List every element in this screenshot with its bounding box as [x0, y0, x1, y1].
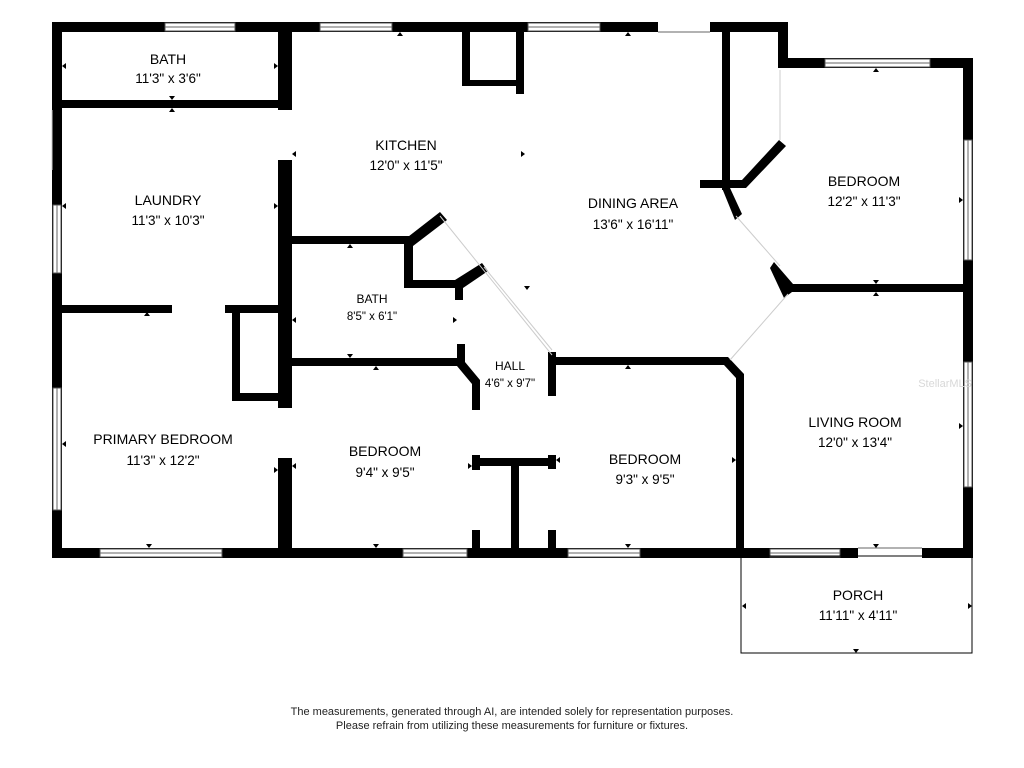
room-name-porch: PORCH — [833, 587, 884, 603]
room-dims-hall: 4'6" x 9'7" — [485, 378, 535, 390]
room-name-laundry: LAUNDRY — [135, 192, 202, 208]
door-openings — [51, 70, 789, 361]
windows — [52, 22, 973, 558]
room-name-primary-bedroom: PRIMARY BEDROOM — [93, 431, 233, 447]
room-dims-bath-mid: 8'5" x 6'1" — [347, 311, 397, 323]
dimension-markers — [62, 32, 972, 653]
room-dims-living-room: 12'0" x 13'4" — [818, 435, 892, 450]
room-name-dining-area: DINING AREA — [588, 195, 679, 211]
room-name-bedroom-mid: BEDROOM — [349, 443, 421, 459]
room-name-bath-top: BATH — [150, 51, 186, 67]
room-dims-bedroom-center: 9'3" x 9'5" — [615, 472, 674, 487]
room-dims-porch: 11'11" x 4'11" — [819, 608, 898, 623]
interior-walls — [52, 22, 970, 558]
disclaimer-line-1: The measurements, generated through AI, … — [290, 706, 734, 718]
porch-outline — [740, 555, 973, 654]
room-dims-kitchen: 12'0" x 11'5" — [369, 158, 442, 173]
room-name-living-room: LIVING ROOM — [808, 414, 901, 430]
room-dims-bedroom-mid: 9'4" x 9'5" — [355, 465, 414, 480]
room-dims-laundry: 11'3" x 10'3" — [131, 213, 204, 228]
room-name-bedroom-right: BEDROOM — [828, 173, 900, 189]
room-name-bath-mid: BATH — [356, 292, 387, 306]
disclaimer-line-2: Please refrain from utilizing these meas… — [335, 720, 689, 732]
room-dims-primary-bedroom: 11'3" x 12'2" — [126, 453, 199, 468]
room-dims-dining-area: 13'6" x 16'11" — [593, 217, 674, 232]
room-dims-bath-top: 11'3" x 3'6" — [135, 71, 201, 86]
room-name-hall: HALL — [495, 359, 525, 373]
watermark: StellarMLS — [918, 378, 972, 390]
room-name-kitchen: KITCHEN — [375, 137, 436, 153]
room-labels: BATH 11'3" x 3'6" LAUNDRY 11'3" x 10'3" … — [93, 51, 972, 623]
room-dims-bedroom-right: 12'2" x 11'3" — [827, 194, 900, 209]
room-name-bedroom-center: BEDROOM — [609, 451, 681, 467]
